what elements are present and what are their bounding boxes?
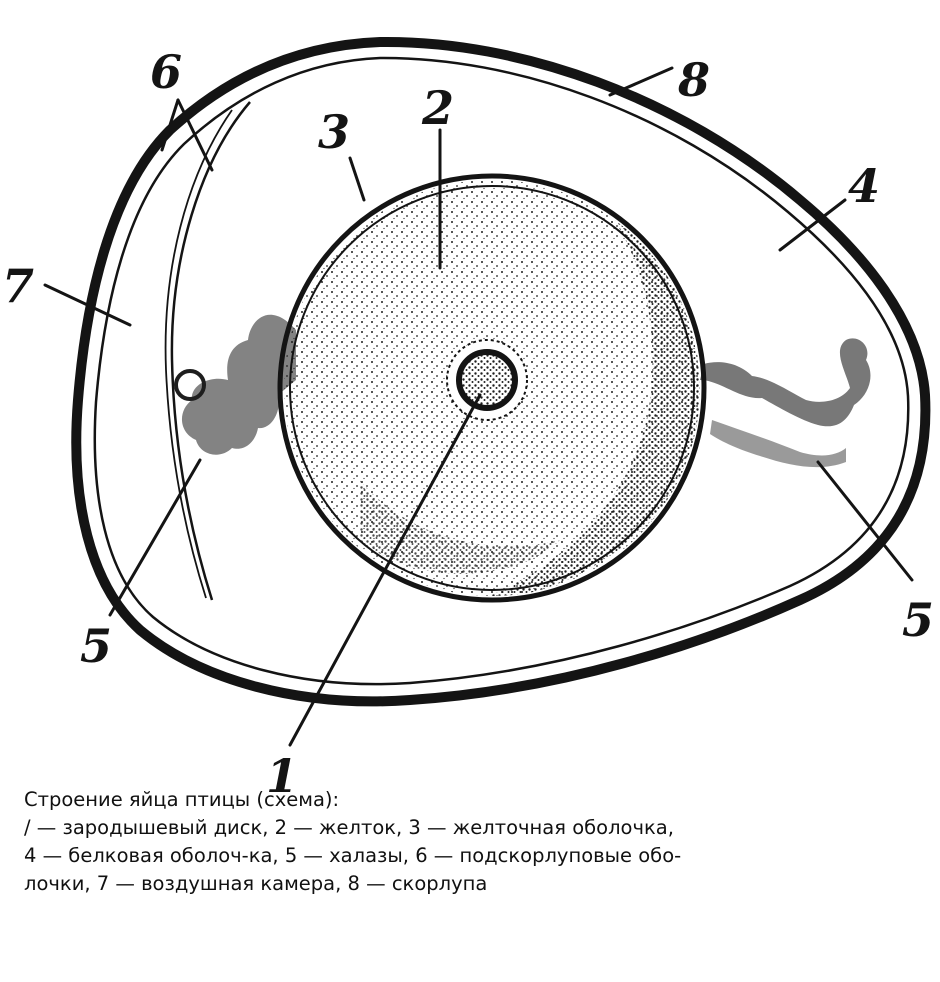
leader-5a xyxy=(108,458,202,617)
leader-6b xyxy=(176,98,214,172)
label-8: 8 xyxy=(677,53,710,107)
vitelline-membrane-inner xyxy=(289,185,695,591)
leader-4 xyxy=(778,198,847,252)
air-cell-membrane-inner xyxy=(164,109,233,599)
germinal-disc xyxy=(456,349,518,411)
leader-5b xyxy=(816,460,914,582)
leader-7 xyxy=(43,283,132,327)
eggshell xyxy=(71,36,931,707)
label-1: 1 xyxy=(266,749,298,803)
caption-line-2: 4 — белковая оболоч-ка, 5 — халазы, 6 — … xyxy=(24,844,682,867)
figure-caption: Строение яйца птицы (схема): / — зародыш… xyxy=(24,786,924,898)
caption-line-3: лочки, 7 — воздушная камера, 8 — скорлуп… xyxy=(24,872,488,895)
leader-6a xyxy=(160,98,180,152)
shell-membrane-line xyxy=(93,56,910,686)
leader-3 xyxy=(348,156,366,202)
vitelline-membrane xyxy=(277,173,707,603)
caption-line-1: / — зародышевый диск, 2 — желток, 3 — же… xyxy=(24,816,674,839)
label-4: 4 xyxy=(848,159,880,213)
label-5-right: 5 xyxy=(902,593,934,647)
caption-title: Строение яйца птицы (схема): xyxy=(24,788,340,811)
label-6: 6 xyxy=(150,45,182,99)
chalaza-left xyxy=(174,314,296,455)
yolk-shading xyxy=(360,200,700,596)
label-7: 7 xyxy=(2,259,34,313)
chalaza-right xyxy=(700,338,871,468)
leader-8 xyxy=(608,66,674,97)
leader-1 xyxy=(288,393,482,747)
label-2: 2 xyxy=(421,81,454,135)
label-3: 3 xyxy=(318,105,350,159)
egg-structure-diagram: 1 2 3 4 5 5 6 7 8 xyxy=(2,36,934,803)
label-5-left: 5 xyxy=(80,619,112,673)
